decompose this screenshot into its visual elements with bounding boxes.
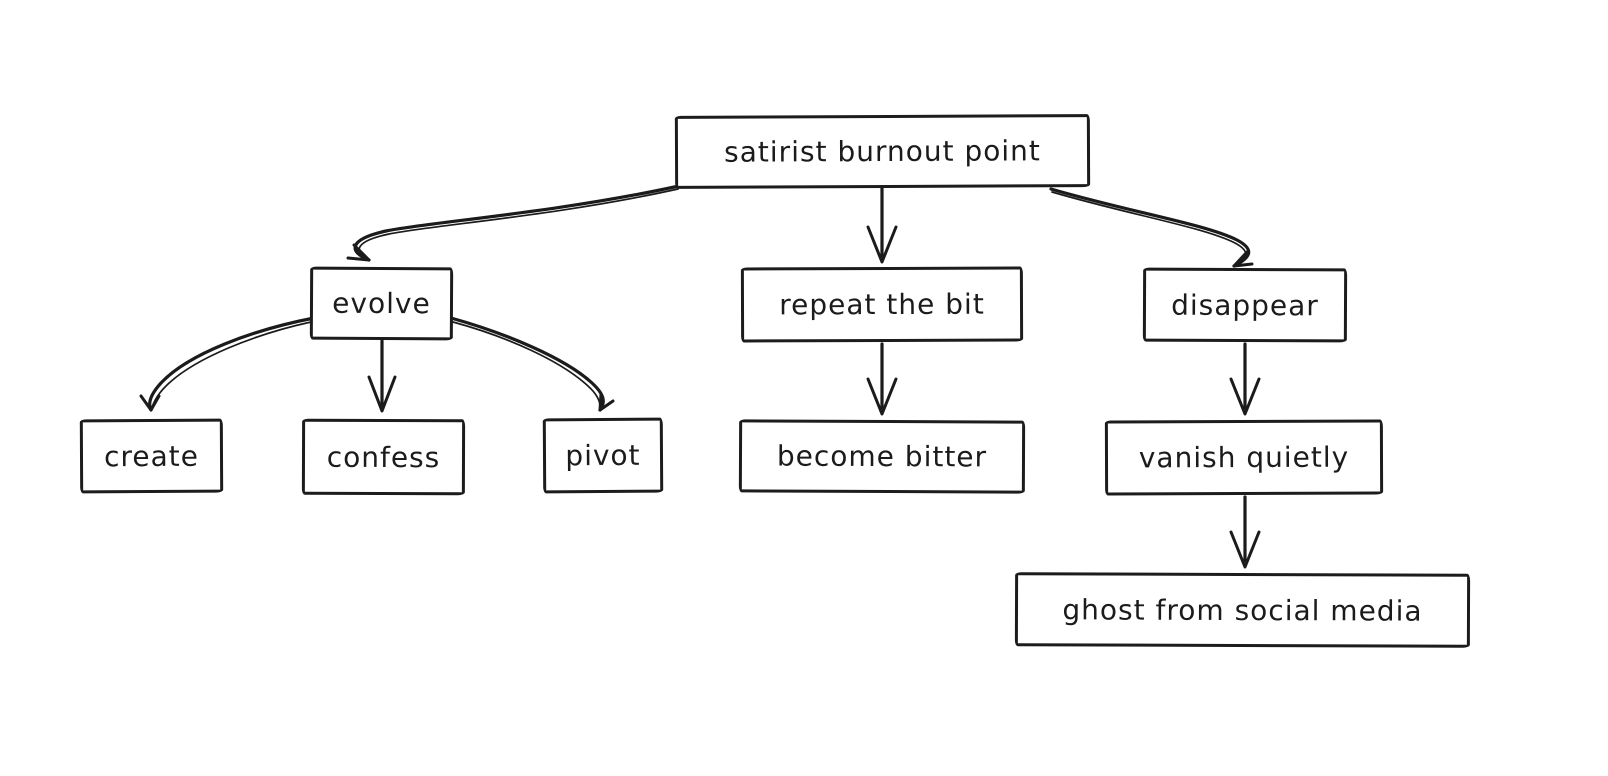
node-become-bitter[interactable]: become bitter [738, 419, 1026, 494]
node-satirist-burnout-point[interactable]: satirist burnout point [674, 114, 1091, 189]
node-label: pivot [565, 438, 641, 473]
edge-repeat-the-bit-become-bitter[interactable] [866, 342, 898, 416]
edge-disappear-vanish-quietly[interactable] [1229, 342, 1261, 416]
node-vanish-quietly[interactable]: vanish quietly [1104, 419, 1384, 496]
node-repeat-the-bit[interactable]: repeat the bit [740, 266, 1024, 343]
edge-root-evolve[interactable] [346, 184, 681, 262]
edge-evolve-pivot[interactable] [449, 316, 615, 412]
node-label: vanish quietly [1138, 440, 1350, 475]
edge-root-disappear[interactable] [1049, 187, 1254, 268]
node-confess[interactable]: confess [301, 418, 466, 496]
node-label: evolve [332, 286, 431, 321]
node-evolve[interactable]: evolve [309, 266, 454, 341]
edge-root-repeat-the-bit[interactable] [866, 186, 898, 264]
node-label: satirist burnout point [724, 134, 1041, 169]
node-label: confess [326, 440, 441, 474]
edge-evolve-create[interactable] [139, 316, 316, 412]
node-create[interactable]: create [79, 418, 224, 494]
edge-evolve-confess[interactable] [367, 339, 397, 413]
node-label: disappear [1171, 288, 1319, 322]
node-label: create [103, 439, 200, 473]
node-disappear[interactable]: disappear [1142, 267, 1348, 343]
node-pivot[interactable]: pivot [542, 417, 664, 494]
node-label: ghost from social media [1062, 592, 1423, 628]
edge-vanish-quietly-ghost[interactable] [1229, 495, 1261, 569]
node-ghost-from-social-media[interactable]: ghost from social media [1014, 572, 1471, 648]
node-label: become bitter [776, 439, 988, 474]
node-label: repeat the bit [779, 287, 985, 322]
